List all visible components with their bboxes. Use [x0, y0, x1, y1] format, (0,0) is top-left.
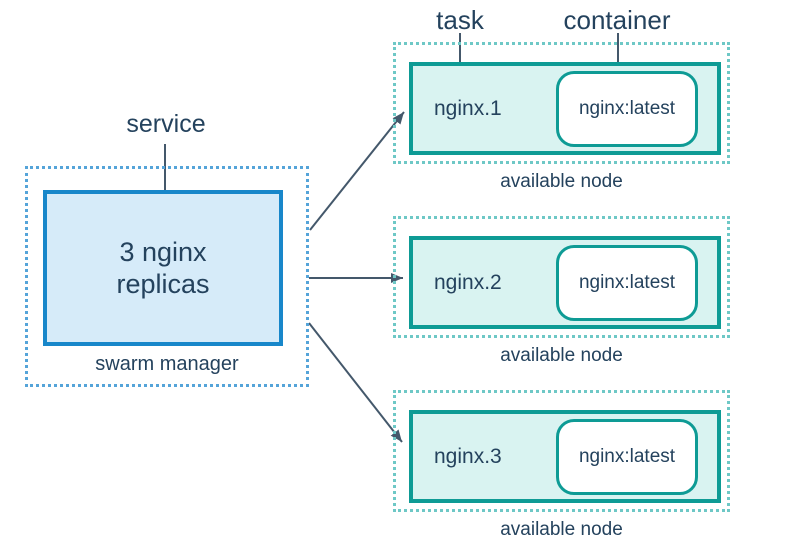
- task-label: task: [436, 5, 484, 35]
- node-3-task-box: nginx.3 nginx:latest: [409, 410, 721, 503]
- container-label: container: [563, 5, 671, 35]
- node-1-caption: available node: [500, 171, 623, 192]
- swarm-manager-caption: swarm manager: [95, 353, 239, 375]
- swarm-manager-group: 3 nginx replicas swarm manager: [25, 166, 309, 387]
- node-2-caption: available node: [500, 345, 623, 366]
- node-1-boundary: nginx.1 nginx:latest: [393, 42, 730, 164]
- node-2-boundary: nginx.2 nginx:latest: [393, 216, 730, 338]
- node-3-caption: available node: [500, 519, 623, 540]
- node-group-1: nginx.1 nginx:latest available node: [393, 42, 730, 193]
- node-3-boundary: nginx.3 nginx:latest: [393, 390, 730, 512]
- container-box: nginx:latest: [556, 245, 698, 321]
- container-box: nginx:latest: [556, 419, 698, 495]
- task-name: nginx.3: [434, 444, 502, 468]
- container-box: nginx:latest: [556, 71, 698, 147]
- node-2-task-box: nginx.2 nginx:latest: [409, 236, 721, 329]
- node-1-task-box: nginx.1 nginx:latest: [409, 62, 721, 155]
- arrow-manager-to-node-3: [308, 322, 403, 443]
- task-name: nginx.2: [434, 270, 502, 294]
- node-group-2: nginx.2 nginx:latest available node: [393, 216, 730, 367]
- node-group-3: nginx.3 nginx:latest available node: [393, 390, 730, 541]
- service-box: 3 nginx replicas: [43, 190, 283, 346]
- arrow-manager-to-node-1: [309, 111, 405, 231]
- service-label: service: [126, 110, 206, 138]
- task-name: nginx.1: [434, 96, 502, 120]
